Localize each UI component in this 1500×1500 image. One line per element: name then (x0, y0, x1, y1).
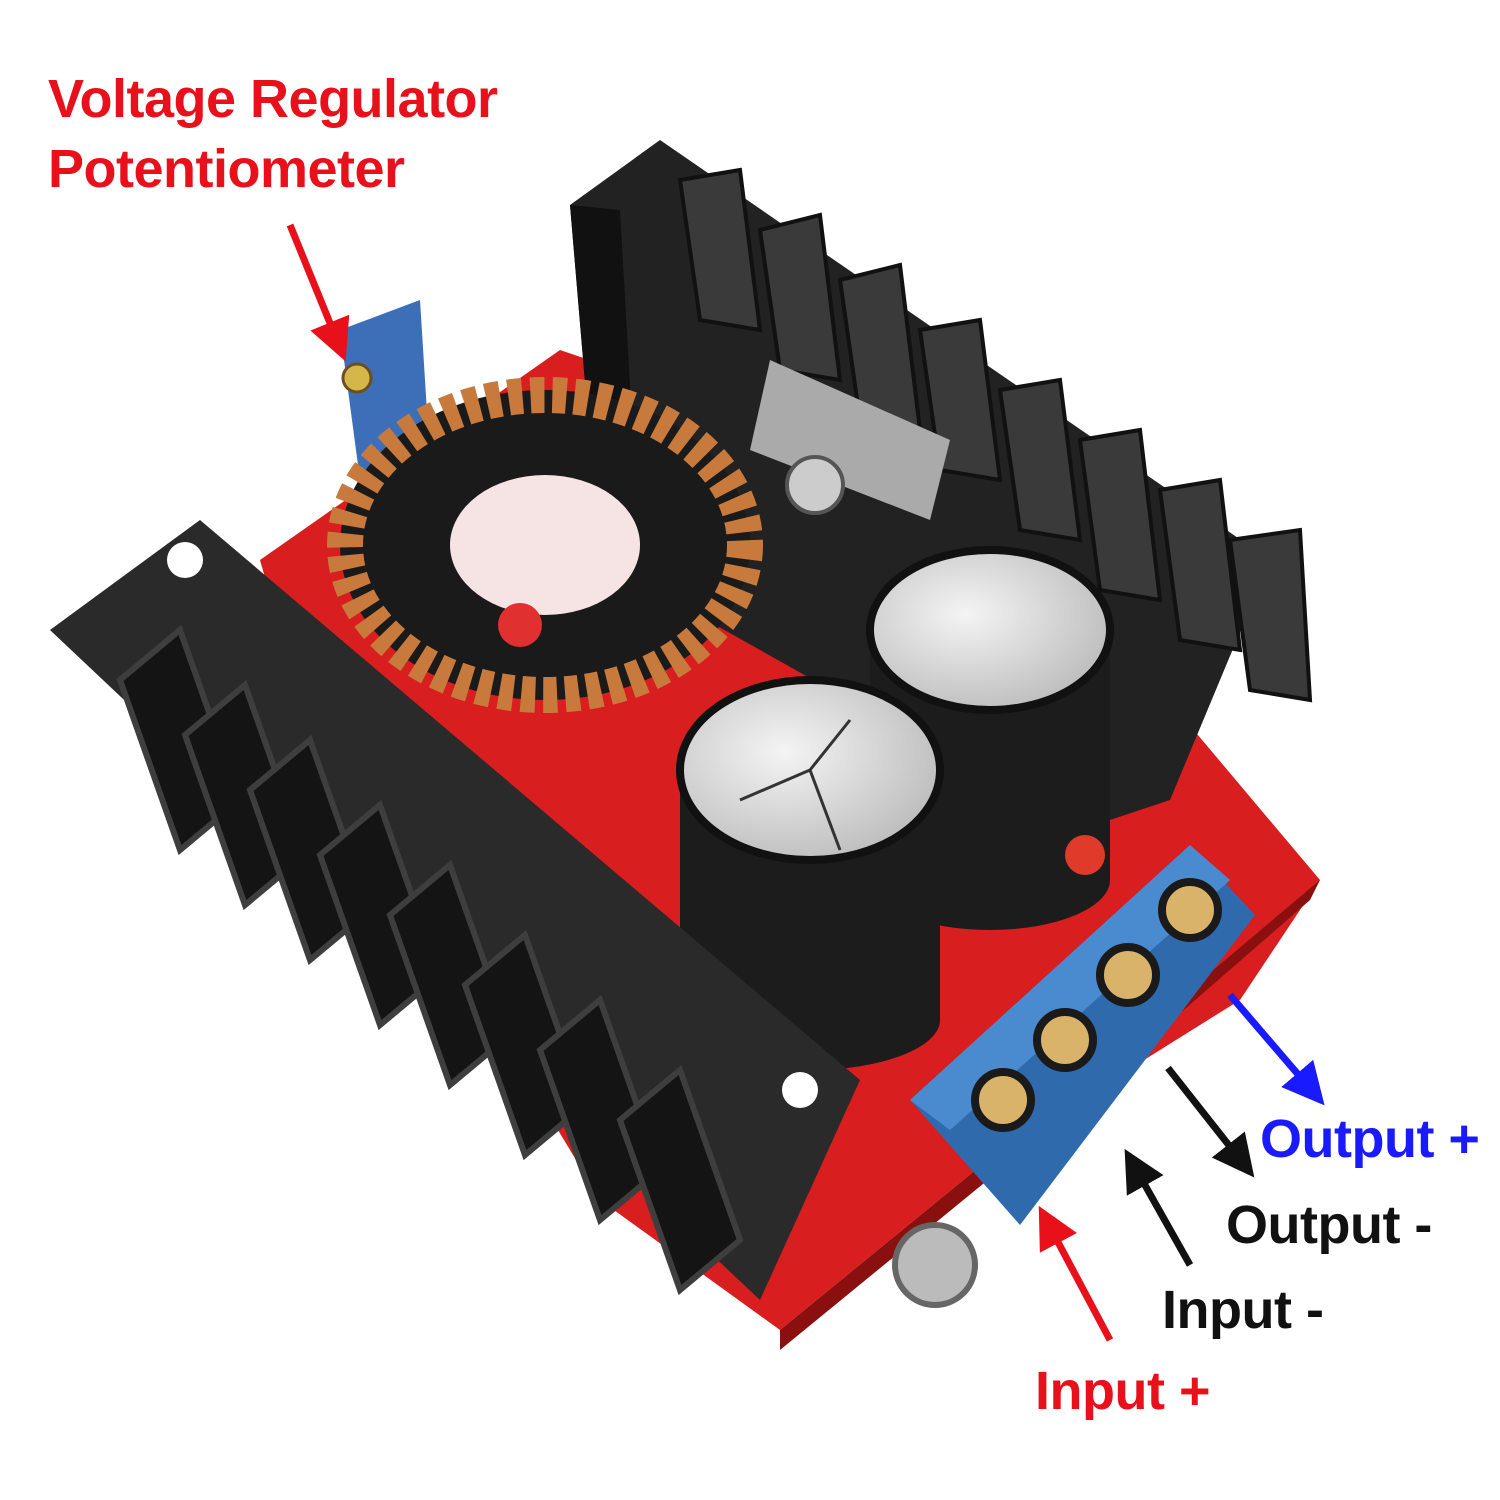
input-minus-label: Input - (1162, 1280, 1324, 1340)
potentiometer-label-line2: Potentiometer (48, 139, 405, 199)
input-plus-label: Input + (1035, 1361, 1210, 1421)
indicator-led (1065, 835, 1105, 875)
input-minus-arrow (1124, 1148, 1194, 1267)
output-minus-arrow (1165, 1065, 1255, 1178)
input-plus-arrow (1038, 1205, 1114, 1342)
potentiometer-label-line1: Voltage Regulator (48, 69, 498, 129)
output-plus-label: Output + (1260, 1109, 1480, 1169)
toroid-inductor (327, 377, 763, 713)
output-plus-arrow (1227, 992, 1325, 1106)
front-heatsink (50, 520, 860, 1300)
potentiometer-arrow (286, 223, 350, 362)
terminal-block (910, 845, 1255, 1225)
output-minus-label: Output - (1226, 1195, 1432, 1255)
mounting-screw (892, 1222, 978, 1308)
